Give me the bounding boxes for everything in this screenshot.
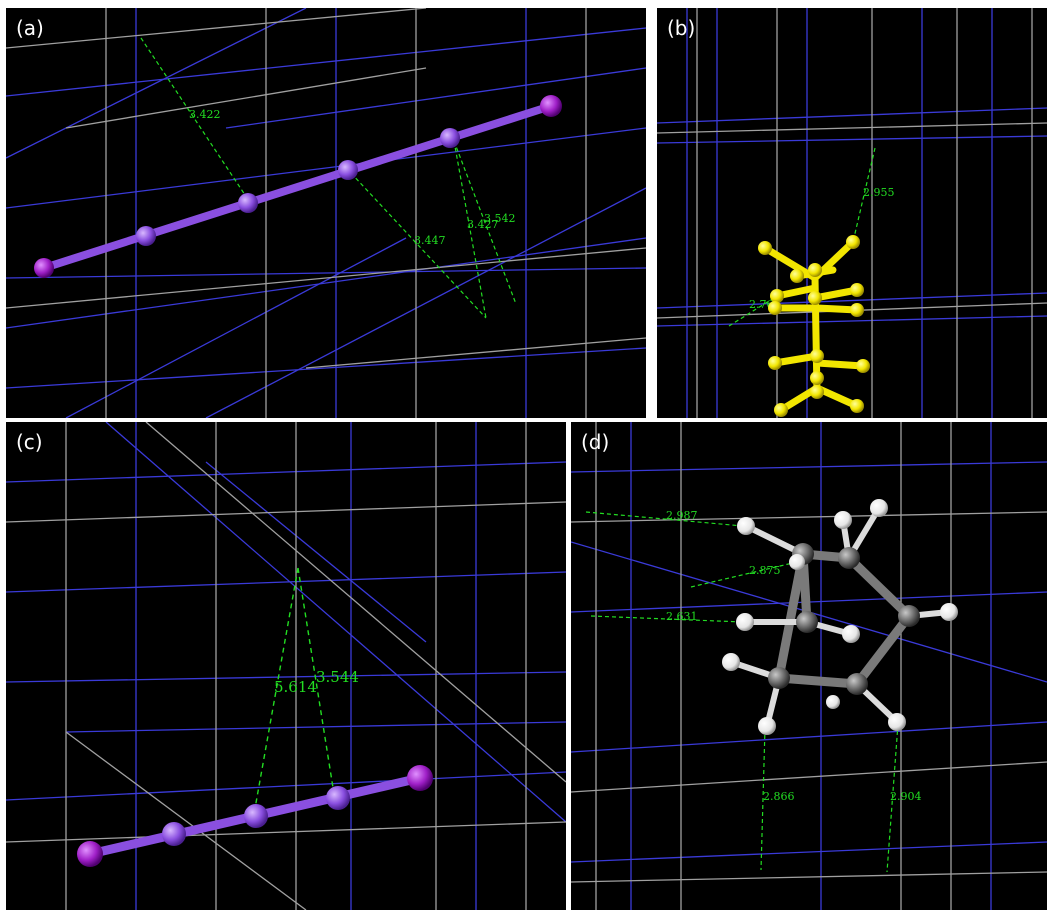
measurement-lines	[585, 511, 899, 873]
atom	[326, 786, 350, 810]
distance-label: 3.422	[189, 108, 221, 121]
panel-c: (c) 5	[6, 422, 566, 910]
distance-label: 2.955	[863, 186, 895, 199]
panel-c-label: (c)	[16, 430, 43, 454]
measurement-lines	[140, 37, 517, 319]
atom	[244, 804, 268, 828]
molecule-chain	[34, 95, 562, 278]
atom	[407, 765, 433, 791]
atom	[162, 822, 186, 846]
distance-label: 2.904	[890, 790, 922, 803]
atom	[540, 95, 562, 117]
measurement-lines	[253, 567, 335, 815]
hydrogen-atoms	[722, 499, 958, 735]
atom	[136, 226, 156, 246]
distance-label: 2.866	[763, 790, 795, 803]
measurement-labels: 2.987 2.875 2.631 2.866 2.904	[666, 509, 922, 803]
atom	[238, 193, 258, 213]
lattice	[571, 422, 1047, 910]
molecule-chain	[77, 765, 433, 867]
distance-label: 3.544	[316, 668, 359, 686]
distance-label: 2.631	[666, 610, 698, 623]
panel-b-label: (b)	[667, 16, 696, 40]
panel-c-scene: 5.614 3.544	[6, 422, 566, 910]
atom	[338, 160, 358, 180]
distance-label: 3.542	[484, 212, 516, 225]
measurement-labels: 5.614 3.544	[274, 668, 359, 696]
panel-d-scene: 2.987 2.875 2.631 2.866 2.904	[571, 422, 1047, 910]
measurement-lines	[728, 147, 876, 327]
lattice	[6, 422, 566, 910]
atoms	[758, 235, 870, 417]
atom	[440, 128, 460, 148]
panel-a: (a)	[6, 8, 646, 418]
lattice	[6, 8, 646, 418]
atom	[34, 258, 54, 278]
distance-label: 3.447	[414, 234, 446, 247]
distance-label: 2.875	[749, 564, 781, 577]
panel-a-label: (a)	[16, 16, 44, 40]
distance-label: 3.427	[467, 218, 499, 231]
panel-b: (b) 2.955 2.769	[657, 8, 1047, 418]
lattice	[657, 8, 1047, 418]
panel-d: (d)	[571, 422, 1047, 910]
measurement-labels: 3.422 3.447 3.427 3.542	[189, 108, 516, 247]
atom	[77, 841, 103, 867]
carbon-atoms	[768, 543, 920, 695]
panel-b-scene: 2.955 2.769	[657, 8, 1047, 418]
panel-a-scene: 3.422 3.447 3.427 3.542	[6, 8, 646, 418]
panel-d-label: (d)	[581, 430, 610, 454]
distance-label: 5.614	[274, 678, 317, 696]
distance-label: 2.987	[666, 509, 698, 522]
